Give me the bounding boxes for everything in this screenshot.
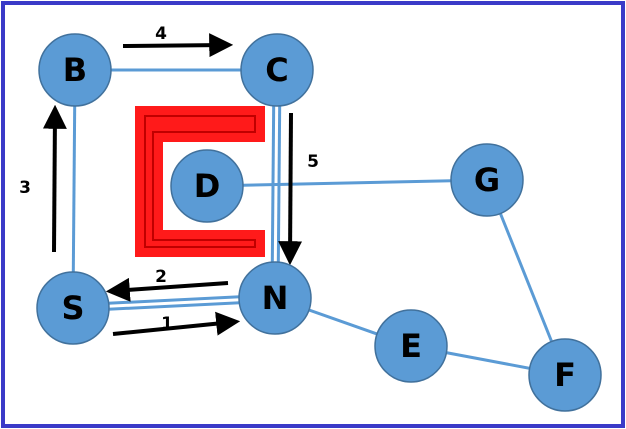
node-circle <box>170 149 244 223</box>
path-arrow-2: 2 <box>105 267 229 302</box>
node-n: N <box>238 261 312 335</box>
nodes-layer: B C D G S N E F <box>36 33 602 412</box>
arrow-shaft <box>122 33 234 58</box>
node-label: N <box>262 279 289 317</box>
obstacle-shape <box>135 106 265 257</box>
node-circle <box>36 271 110 345</box>
arrow-label: 1 <box>161 314 173 334</box>
path-arrows-layer: 1 2 3 4 5 <box>19 24 319 336</box>
arrow-shaft <box>278 112 303 266</box>
path-arrow-4: 4 <box>122 24 234 58</box>
node-g: G <box>450 143 524 217</box>
edge-line <box>71 69 77 309</box>
arrow-label: 5 <box>307 152 319 172</box>
node-label: G <box>474 161 500 199</box>
path-arrow-3: 3 <box>19 104 67 253</box>
node-f: F <box>528 338 602 412</box>
arrow-label: 4 <box>155 24 167 44</box>
node-circle <box>374 309 448 383</box>
obstacle-bevel <box>144 115 256 248</box>
arrow-shaft <box>112 311 241 336</box>
node-e: E <box>374 309 448 383</box>
node-c: C <box>240 33 314 107</box>
node-circle <box>238 261 312 335</box>
path-arrow-1: 1 <box>112 311 241 336</box>
node-label: S <box>61 289 84 327</box>
node-circle <box>450 143 524 217</box>
arrow-label: 3 <box>19 178 31 198</box>
arrow-label: 2 <box>155 267 167 287</box>
node-circle <box>240 33 314 107</box>
node-label: C <box>265 51 288 89</box>
edge-b-s <box>71 69 77 309</box>
arrow-shaft <box>105 277 229 302</box>
node-label: E <box>400 327 422 365</box>
node-d: D <box>170 149 244 223</box>
obstacle-wall <box>135 106 265 257</box>
edge-d-g <box>206 178 488 188</box>
node-circle <box>38 33 112 107</box>
node-s: S <box>36 271 110 345</box>
edge-line <box>206 178 488 188</box>
node-label: B <box>63 51 87 89</box>
path-arrow-5: 5 <box>278 112 319 266</box>
node-label: D <box>194 167 221 205</box>
node-circle <box>528 338 602 412</box>
node-label: F <box>554 356 576 394</box>
node-b: B <box>38 33 112 107</box>
arrow-shaft <box>42 104 67 253</box>
